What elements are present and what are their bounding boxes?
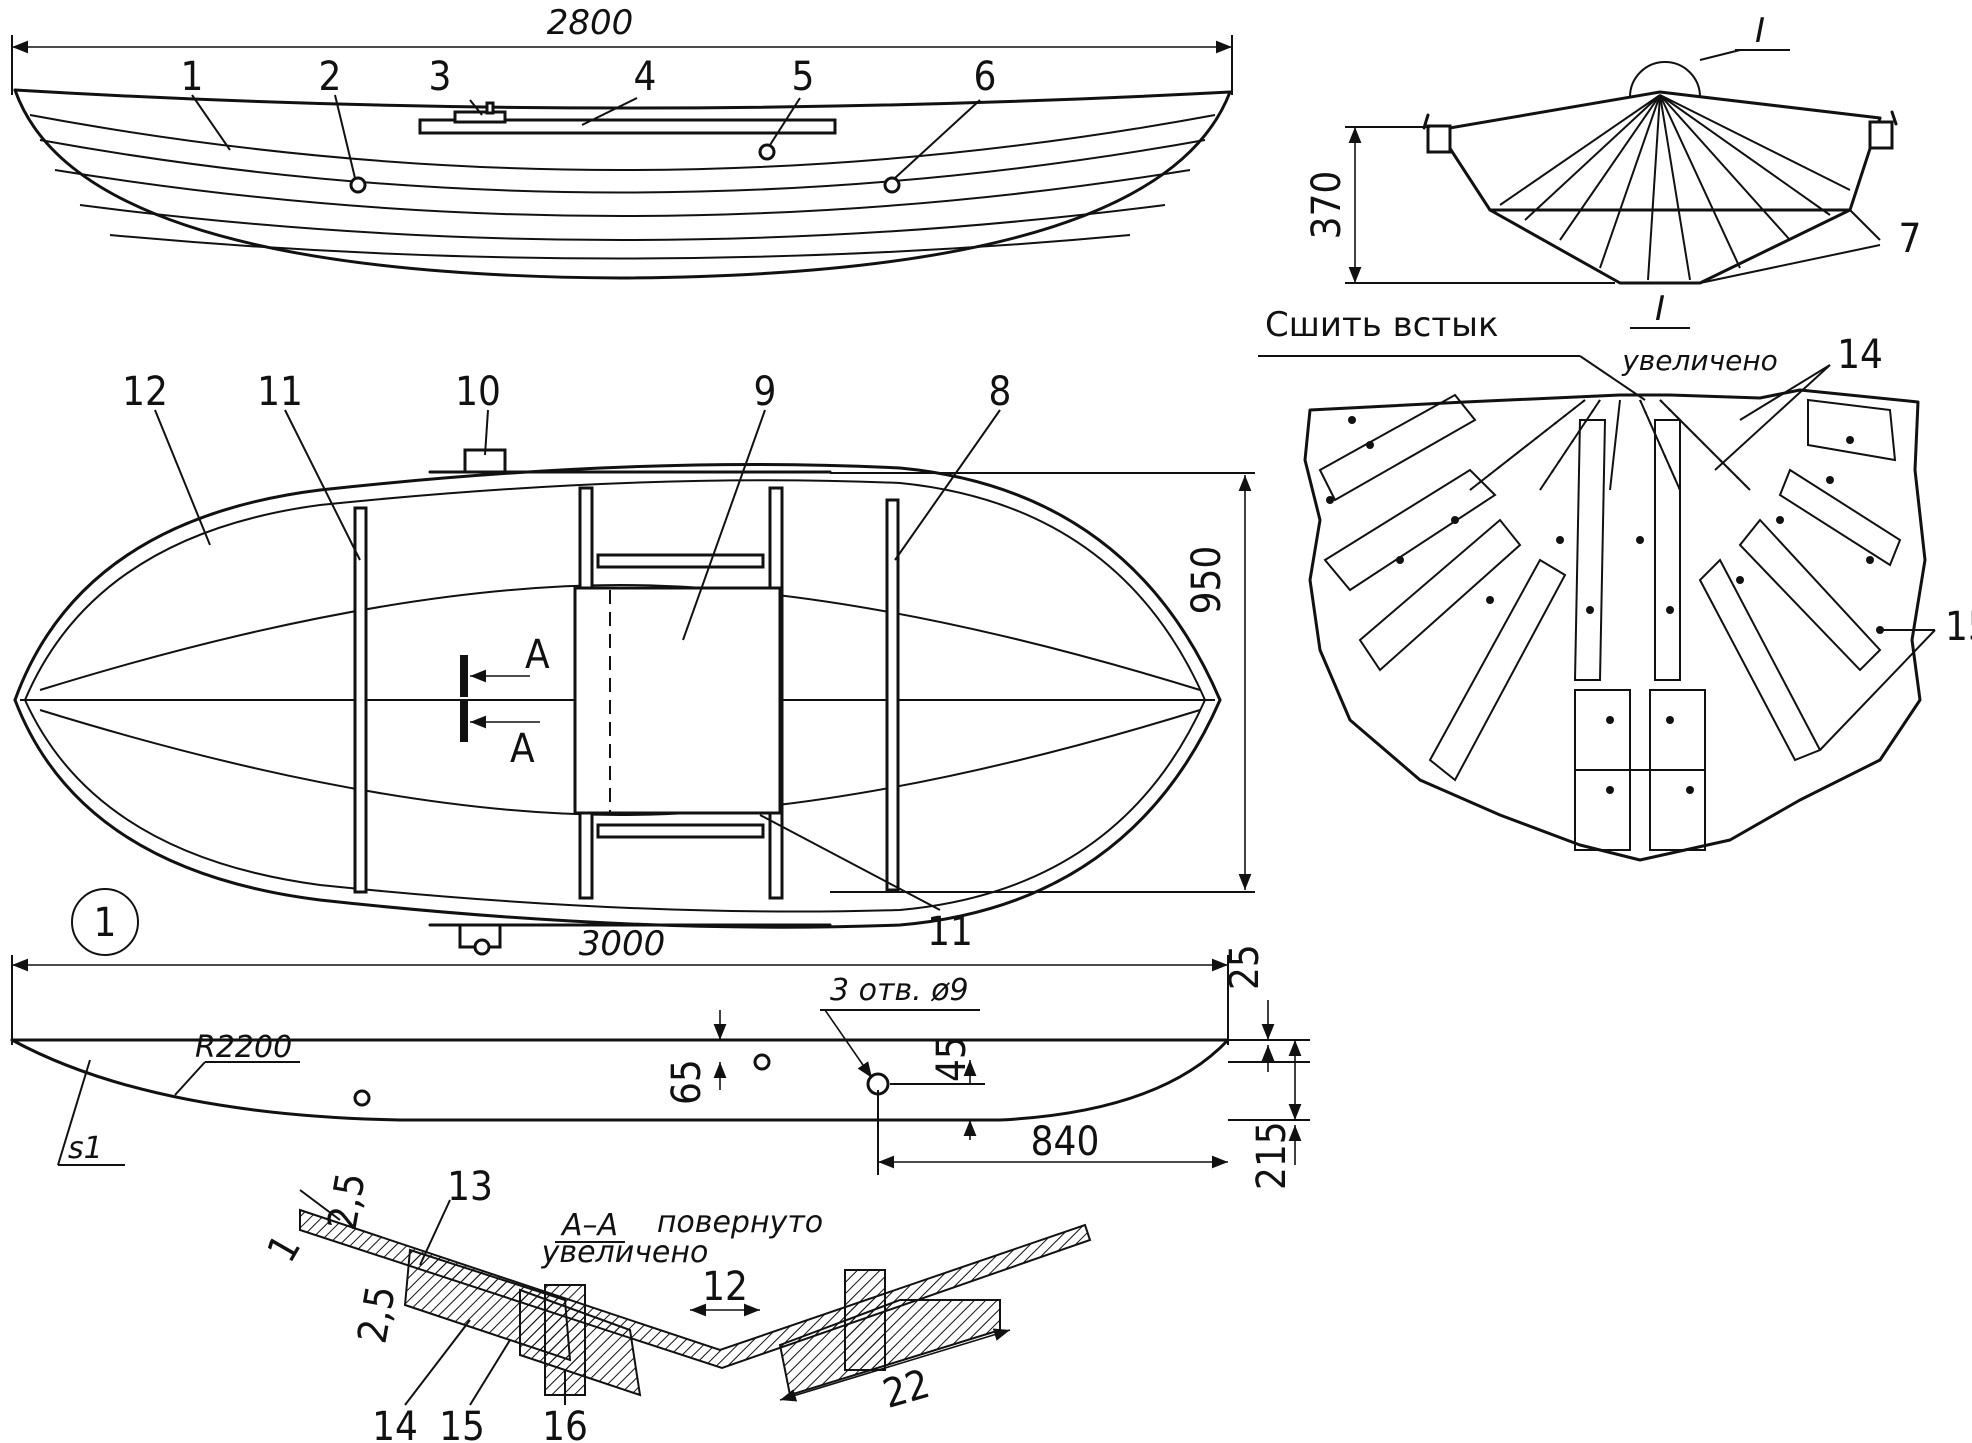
keel-holes-note: 3 отв. ø9 [830,973,969,1008]
section-callout-14: 14 [372,1404,418,1443]
keel-radius: R2200 [195,1030,292,1065]
side-callout-2: 2 [319,54,342,100]
section-title: A–A [560,1208,618,1243]
end-view: I 370 7 [1304,11,1922,285]
detail-subtitle: увеличено [1621,344,1778,377]
detail-callout-15: 15 [1945,604,1972,650]
section-dim-1: 1 [259,1227,310,1270]
end-callout-7: 7 [1899,216,1922,262]
plan-callout-8: 8 [989,369,1012,415]
plan-callout-10: 10 [455,369,501,415]
plan-callout-11b: 11 [927,909,973,955]
side-callout-3: 3 [429,54,452,100]
section-dim-12: 12 [702,1264,748,1310]
plan-view: A A 950 12 11 10 9 8 11 [13,369,1255,956]
section-AA: A–A повернуто увеличено 12 22 1 2,5 2,5 … [259,1164,1092,1443]
detail-I: Сшить встык I увеличено [1258,289,1972,862]
side-callout-5: 5 [792,54,815,100]
keel-dim-25: 25 [1222,944,1268,990]
plan-width-dim: 950 [1184,546,1230,615]
section-callout-16: 16 [542,1404,588,1443]
section-dim-22: 22 [878,1361,935,1418]
side-length-dim: 2800 [547,3,634,43]
figure-number-label: 1 [94,900,117,946]
side-view: 2800 1 2 3 4 5 6 [11,3,1233,280]
keel-dim-840: 840 [1031,1119,1100,1165]
detail-callout-14: 14 [1837,332,1883,378]
side-callout-6: 6 [974,54,997,100]
plan-callout-9: 9 [754,369,777,415]
section-callout-15: 15 [439,1404,485,1443]
section-note1: повернуто [657,1205,823,1240]
keel-strip: 3000 R2200 s1 3 отв. ø9 25 65 45 84 [10,924,1310,1190]
detail-note: Сшить встык [1265,305,1499,345]
section-note2: увеличено [541,1235,709,1270]
side-callout-1: 1 [181,54,204,100]
detail-title: I [1655,289,1665,329]
keel-dim-45: 45 [929,1036,975,1082]
keel-length-dim: 3000 [579,924,666,964]
keel-dim-215: 215 [1249,1121,1295,1190]
keel-dim-65: 65 [664,1059,710,1105]
section-dim-25b: 2,5 [350,1282,405,1346]
end-height-dim: 370 [1304,171,1350,240]
end-detail-mark: I [1755,11,1765,51]
plan-section-mark-bottom: A [510,726,535,772]
keel-thickness: s1 [68,1131,103,1166]
figure-number: 1 [71,888,139,956]
plan-callout-12: 12 [122,369,168,415]
section-callout-13: 13 [447,1164,493,1210]
plan-section-mark-top: A [525,632,550,678]
side-callout-4: 4 [634,54,657,100]
section-dim-25a: 2,5 [320,1169,375,1233]
plan-callout-11a: 11 [257,369,303,415]
